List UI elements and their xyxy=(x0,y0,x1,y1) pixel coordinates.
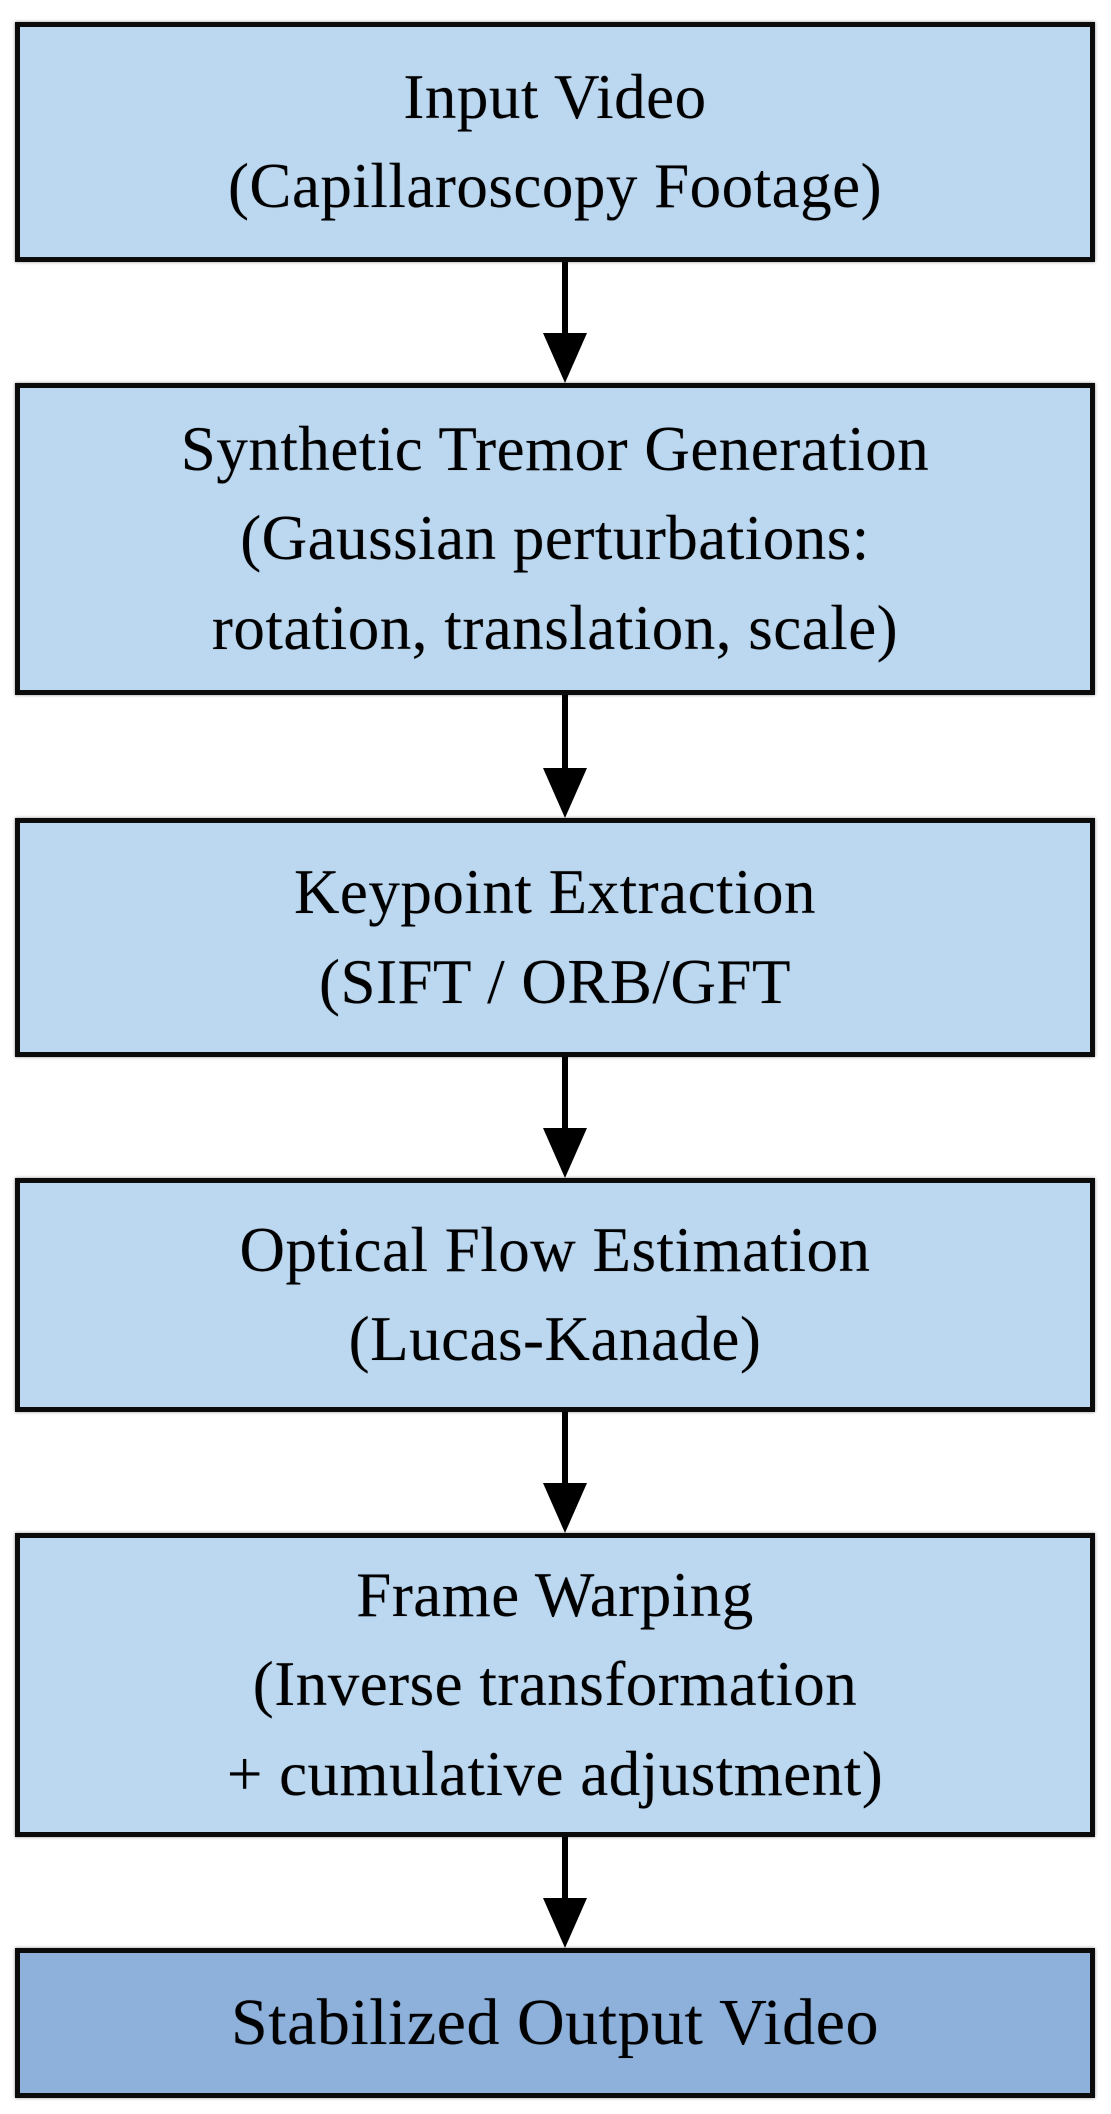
node-text-line: (Lucas-Kanade) xyxy=(348,1304,762,1374)
arrow-stem xyxy=(562,1057,568,1128)
arrow-stem xyxy=(562,695,568,768)
node-text-line: (Gaussian perturbations: xyxy=(240,503,870,574)
arrow-stem xyxy=(562,262,568,333)
flow-node-keypoint-extraction: Keypoint Extraction (SIFT / ORB/GFT xyxy=(15,818,1095,1057)
arrow-head-icon xyxy=(543,1483,587,1533)
flow-arrow-down xyxy=(543,695,587,818)
flow-arrow-down xyxy=(543,262,587,383)
flow-node-stabilized-output-video: Stabilized Output Video xyxy=(15,1948,1095,2098)
flow-arrow-down xyxy=(543,1837,587,1948)
flow-node-synthetic-tremor-generation: Synthetic Tremor Generation (Gaussian pe… xyxy=(15,383,1095,695)
arrow-head-icon xyxy=(543,1128,587,1178)
node-text-line: Stabilized Output Video xyxy=(231,1986,879,2060)
flow-arrow-down xyxy=(543,1412,587,1533)
arrow-stem xyxy=(562,1412,568,1483)
node-text-line: + cumulative adjustment) xyxy=(226,1738,884,1809)
flow-node-input-video: Input Video (Capillaroscopy Footage) xyxy=(15,22,1095,262)
node-text-line: (Capillaroscopy Footage) xyxy=(227,151,883,221)
node-text-line: Synthetic Tremor Generation xyxy=(180,413,930,484)
node-text-line: Keypoint Extraction xyxy=(293,857,817,928)
node-text-line: Optical Flow Estimation xyxy=(239,1214,871,1285)
node-text-line: (SIFT / ORB/GFT xyxy=(319,946,791,1017)
node-text-line: Input Video xyxy=(403,61,707,132)
node-text-line: (Inverse transformation xyxy=(252,1649,858,1720)
arrow-head-icon xyxy=(543,768,587,818)
flow-node-optical-flow-estimation: Optical Flow Estimation (Lucas-Kanade) xyxy=(15,1178,1095,1412)
flow-arrow-down xyxy=(543,1057,587,1178)
node-text-line: rotation, translation, scale) xyxy=(211,592,899,663)
arrow-head-icon xyxy=(543,333,587,383)
node-text-line: Frame Warping xyxy=(356,1559,754,1630)
arrow-head-icon xyxy=(543,1898,587,1948)
flow-node-frame-warping: Frame Warping (Inverse transformation + … xyxy=(15,1533,1095,1837)
arrow-stem xyxy=(562,1837,568,1898)
